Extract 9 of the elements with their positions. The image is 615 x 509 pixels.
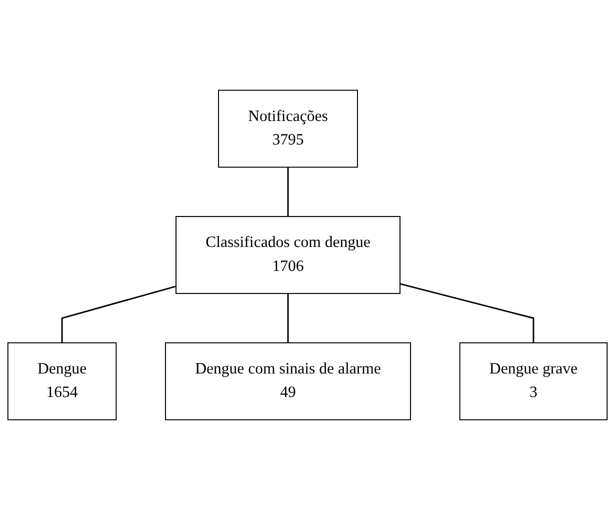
node-box: Dengue 1654: [7, 342, 117, 420]
connector: [287, 292, 289, 342]
connector: [287, 166, 289, 216]
connector: [61, 285, 176, 342]
node-box: Notificações 3795: [218, 89, 358, 168]
connector: [400, 282, 534, 342]
node-box: Dengue com sinais de alarme 49: [165, 342, 411, 420]
node-box: Dengue grave 3: [459, 342, 608, 420]
node-box: Classificados com dengue 1706: [176, 216, 400, 294]
